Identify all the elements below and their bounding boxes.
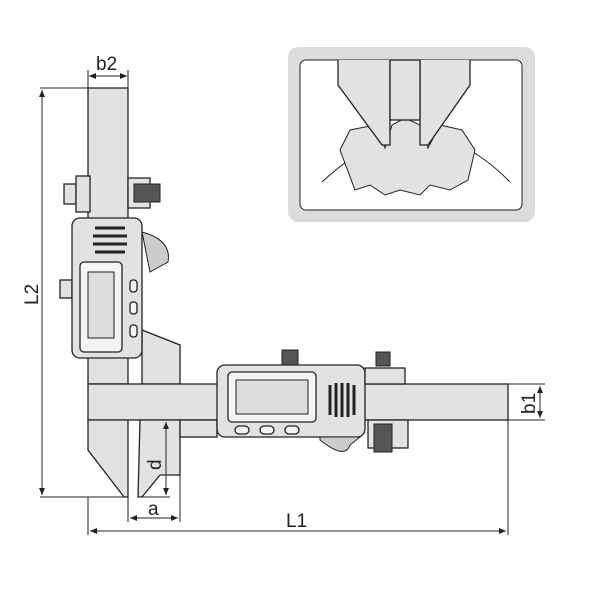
dimension-lines: [39, 70, 545, 535]
mode-button[interactable]: [284, 425, 300, 435]
vertical-digital-slider: [71, 217, 143, 359]
horizontal-digital-slider: [216, 349, 409, 453]
power-button[interactable]: [234, 425, 250, 435]
label-b2: b2: [96, 54, 117, 75]
label-d: d: [145, 459, 166, 470]
moving-jaw: [137, 419, 181, 498]
fixed-jaw: [87, 419, 129, 498]
label-b1: b1: [519, 393, 540, 414]
label-a: a: [148, 499, 159, 520]
label-L1: L1: [286, 511, 307, 532]
gear-detail-inset: [288, 47, 535, 222]
locking-screw: [63, 183, 77, 205]
label-L2: L2: [22, 284, 43, 305]
zero-button[interactable]: [259, 425, 275, 435]
